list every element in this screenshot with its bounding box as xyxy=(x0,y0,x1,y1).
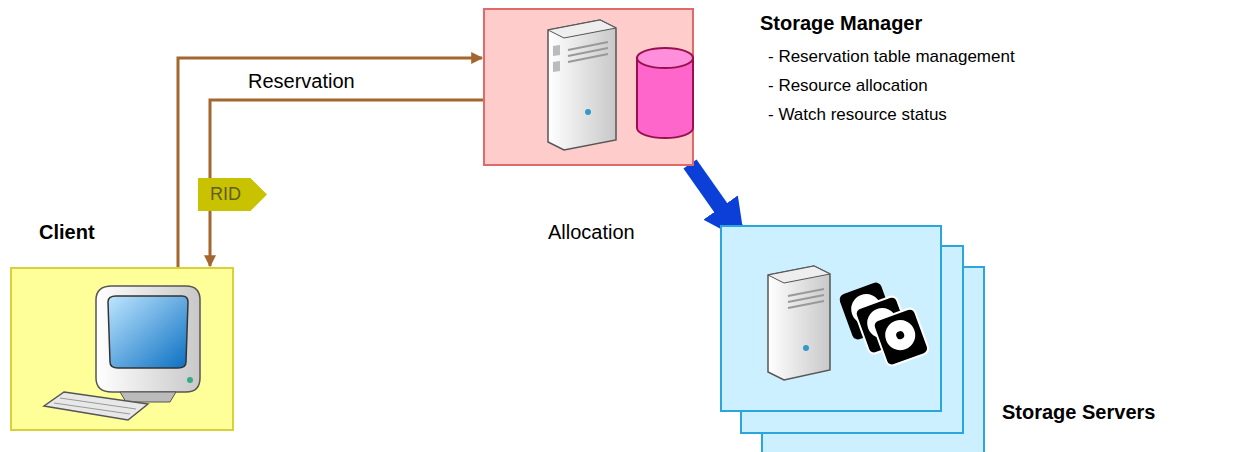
edge-label: Allocation xyxy=(548,221,635,244)
manager-server-icon xyxy=(548,20,693,150)
feature-item: - Watch resource status xyxy=(768,105,947,125)
storage-server-icon xyxy=(768,266,930,380)
connector-arrow xyxy=(178,58,482,267)
edge-label: Reservation xyxy=(248,70,355,93)
node-heading: Client xyxy=(39,221,95,244)
node-heading: Storage Servers xyxy=(1002,401,1155,424)
computer-icon xyxy=(44,286,200,420)
node-heading: Storage Manager xyxy=(760,12,922,35)
feature-item: - Resource allocation xyxy=(768,76,928,96)
feature-item: - Reservation table management xyxy=(768,47,1015,67)
rid-tag: RID xyxy=(198,178,267,211)
